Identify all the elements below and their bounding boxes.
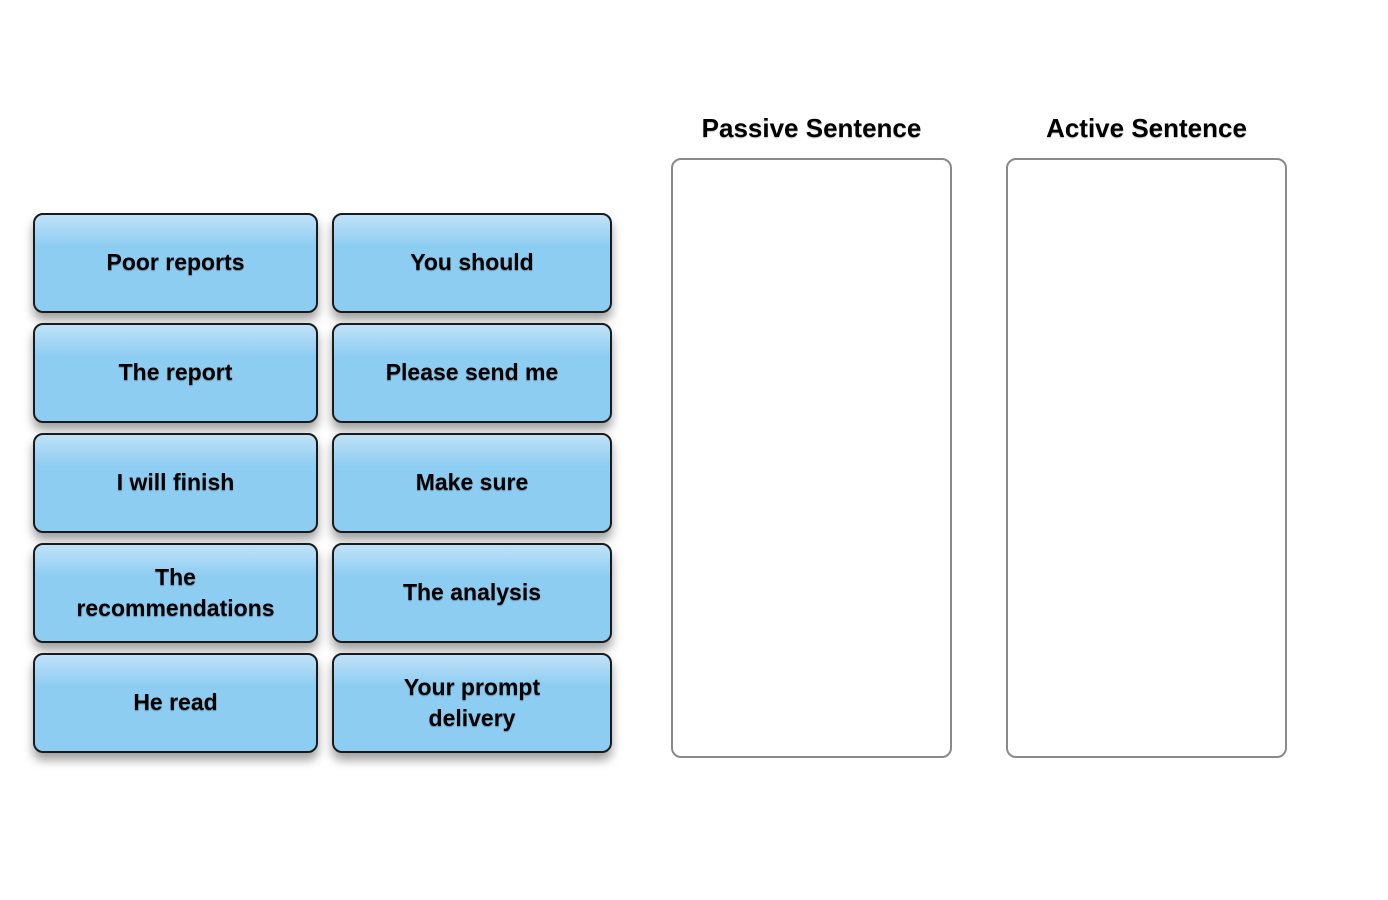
active-sentence-column: Active Sentence bbox=[1006, 112, 1287, 758]
word-tile-the-report[interactable]: The report bbox=[33, 323, 318, 423]
passive-sentence-title: Passive Sentence bbox=[701, 113, 922, 143]
word-tile-the-analysis[interactable]: The analysis bbox=[332, 543, 612, 643]
word-tile-label: The report bbox=[118, 359, 233, 386]
word-tile-label: He read bbox=[133, 689, 218, 716]
word-tile-label: Poor reports bbox=[106, 249, 245, 276]
word-tile-label: I will finish bbox=[116, 469, 235, 496]
word-tile-the-recommendations[interactable]: The recommendations bbox=[33, 543, 318, 643]
word-tile-you-should[interactable]: You should bbox=[332, 213, 612, 313]
word-tile-label: The analysis bbox=[402, 579, 542, 606]
word-tile-he-read[interactable]: He read bbox=[33, 653, 318, 753]
word-tile-label: You should bbox=[410, 249, 534, 276]
active-sentence-dropzone[interactable] bbox=[1006, 158, 1287, 758]
active-sentence-title: Active Sentence bbox=[1046, 113, 1247, 143]
word-tile-label: Please send me bbox=[385, 359, 559, 386]
word-tile-your-prompt-delivery[interactable]: Your prompt delivery bbox=[332, 653, 612, 753]
passive-sentence-column: Passive Sentence bbox=[671, 112, 952, 758]
word-tile-i-will-finish[interactable]: I will finish bbox=[33, 433, 318, 533]
passive-sentence-dropzone[interactable] bbox=[671, 158, 952, 758]
word-tile-grid: Poor reports You should The report Pleas… bbox=[33, 213, 612, 753]
word-tile-label: The recommendations bbox=[76, 563, 275, 621]
word-tile-make-sure[interactable]: Make sure bbox=[332, 433, 612, 533]
word-tile-label: Make sure bbox=[415, 469, 529, 496]
word-tile-label: Your prompt delivery bbox=[403, 673, 541, 731]
word-tile-poor-reports[interactable]: Poor reports bbox=[33, 213, 318, 313]
word-tile-please-send-me[interactable]: Please send me bbox=[332, 323, 612, 423]
